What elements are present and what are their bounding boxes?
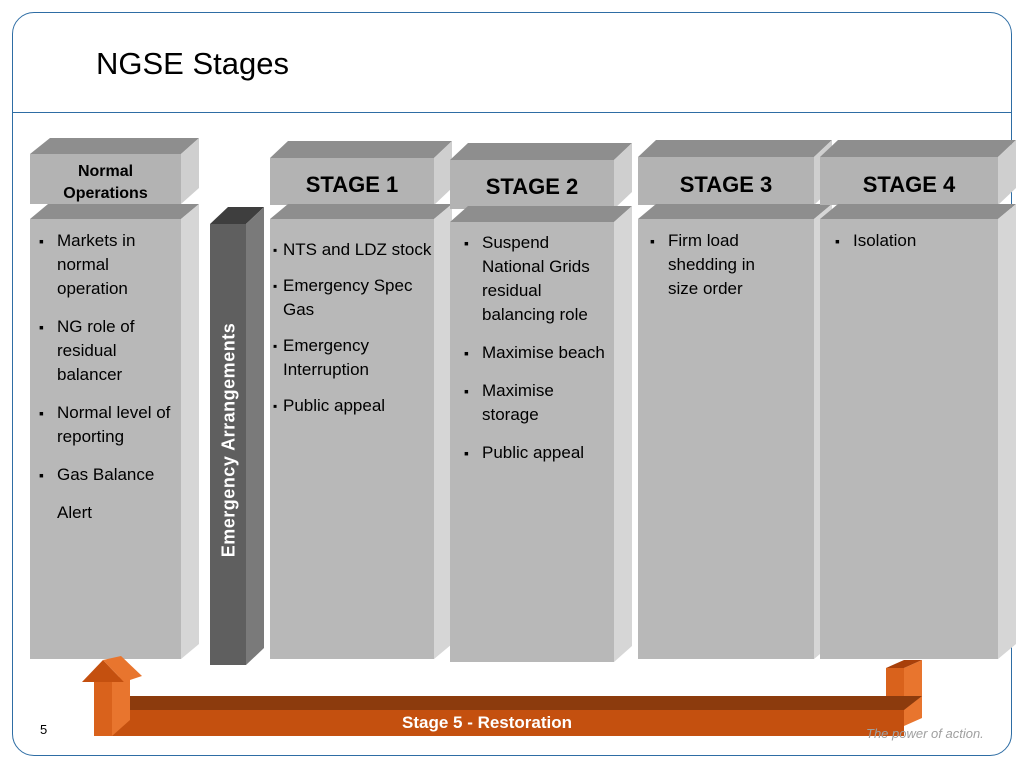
- list-item: Emergency Interruption: [273, 334, 435, 382]
- title-divider: [12, 112, 1012, 113]
- list-item: Firm load shedding in size order: [648, 229, 778, 301]
- restoration-arrow: [82, 656, 922, 736]
- stage4-body-block: [820, 204, 1016, 659]
- list-item: Maximise beach: [462, 341, 612, 365]
- list-item: Markets in normal operation: [37, 229, 177, 301]
- stage3-list: Firm load shedding in size order: [648, 229, 778, 301]
- normal-heading-line2: Operations: [63, 185, 148, 202]
- stage2-header-block: [450, 143, 632, 209]
- normal-list-area: Markets in normal operation NG role of r…: [37, 229, 177, 525]
- page-number: 5: [40, 722, 48, 737]
- list-item: Maximise storage: [462, 379, 612, 427]
- stage3-heading: STAGE 3: [679, 172, 773, 197]
- list-item: Emergency Spec Gas: [273, 274, 435, 322]
- page-title: NGSE Stages: [96, 46, 289, 81]
- normal-heading: Normal Operations: [30, 161, 181, 205]
- stage3-header-block: [638, 140, 832, 205]
- normal-header-block: [30, 138, 199, 204]
- list-item: Public appeal: [273, 394, 435, 418]
- stage1-heading: STAGE 1: [305, 172, 399, 197]
- stage1-list-area: NTS and LDZ stock Emergency Spec Gas Eme…: [273, 238, 435, 430]
- stage1-header-block: [270, 141, 452, 205]
- normal-heading-line1: Normal: [77, 163, 134, 180]
- stage2-heading: STAGE 2: [485, 174, 579, 199]
- list-item: Gas Balance: [37, 463, 177, 487]
- stage4-list: Isolation: [833, 229, 983, 253]
- list-item: NTS and LDZ stock: [273, 238, 435, 262]
- stage1-list: NTS and LDZ stock Emergency Spec Gas Eme…: [273, 238, 435, 418]
- list-item: Isolation: [833, 229, 983, 253]
- emergency-bar: [210, 207, 264, 665]
- stage3-list-area: Firm load shedding in size order: [648, 229, 778, 315]
- stage2-list: Suspend National Grids residual balancin…: [462, 231, 612, 465]
- footer-tagline: The power of action.: [866, 726, 984, 741]
- list-item: NG role of residual balancer: [37, 315, 177, 387]
- normal-list: Markets in normal operation NG role of r…: [37, 229, 177, 487]
- normal-extra: Alert: [57, 503, 92, 522]
- emergency-label: Emergency Arrangements: [218, 322, 239, 558]
- stage4-list-area: Isolation: [833, 229, 983, 267]
- list-item: Normal level of reporting: [37, 401, 177, 449]
- list-item: Suspend National Grids residual balancin…: [462, 231, 612, 327]
- stage2-list-area: Suspend National Grids residual balancin…: [462, 231, 612, 479]
- stage4-heading: STAGE 4: [862, 172, 956, 197]
- restoration-label: Stage 5 - Restoration: [402, 713, 573, 732]
- stage4-header-block: [820, 140, 1016, 205]
- list-item: Public appeal: [462, 441, 612, 465]
